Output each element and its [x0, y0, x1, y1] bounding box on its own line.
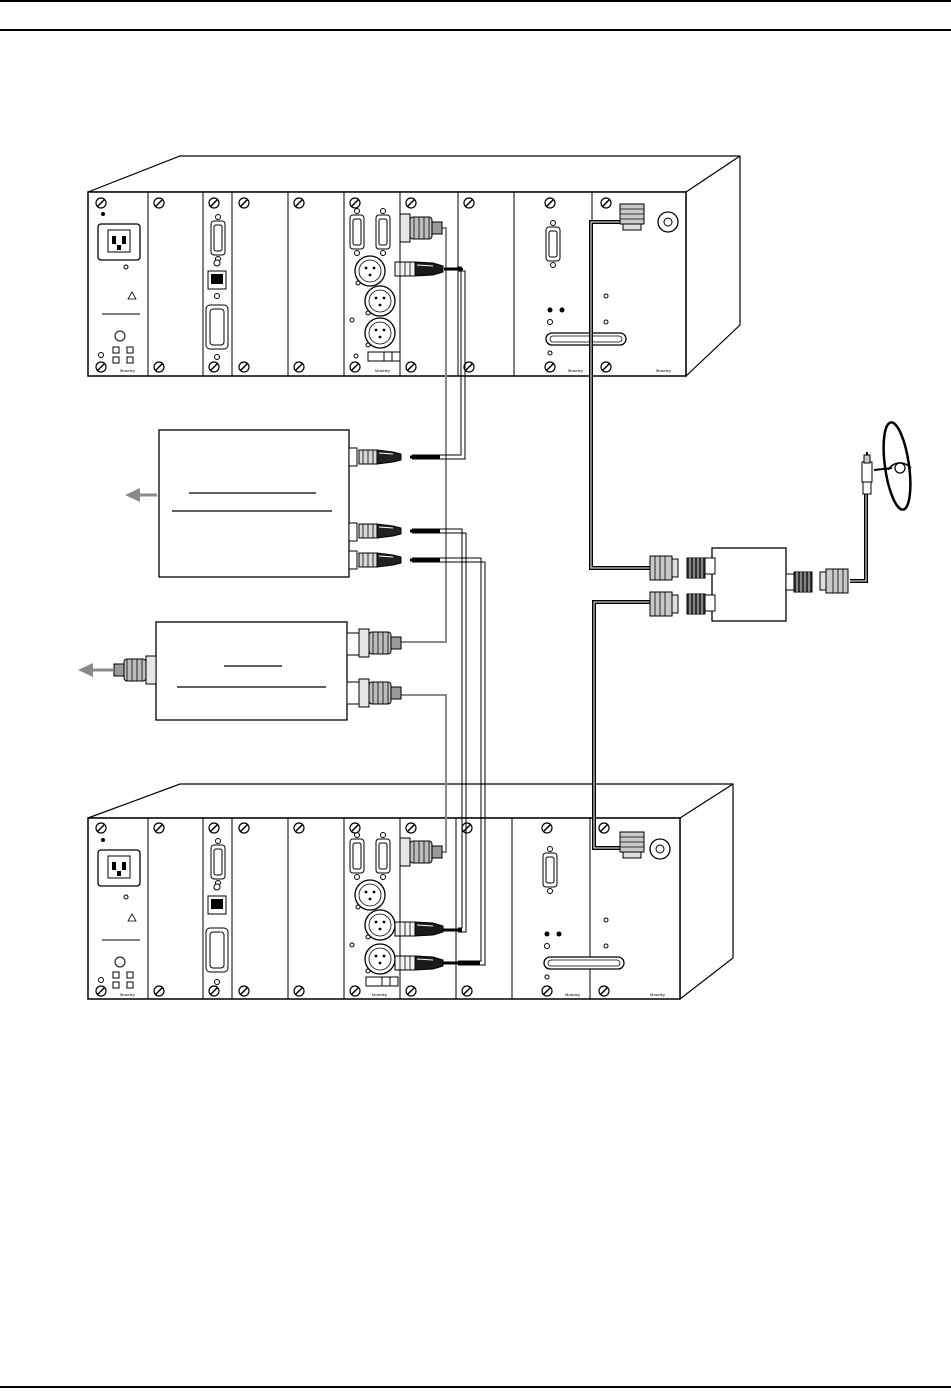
box-dsub-2 [358, 678, 402, 708]
box-xlr-out-3 [358, 552, 402, 568]
brand-label: Moseley [372, 992, 387, 997]
upper-rf-connector [619, 203, 645, 231]
upper-audio-module [349, 208, 401, 362]
lower-audio-module [349, 832, 399, 987]
dish-antenna-icon [861, 421, 912, 511]
box-dsub-left [113, 655, 157, 685]
header-rule-top [0, 0, 951, 2]
rf-cable-antenna [850, 492, 868, 583]
lower-data-module [542, 846, 625, 980]
antenna-cable-nut [819, 568, 849, 594]
lower-xlr-plug-2 [394, 955, 444, 971]
upper-interface-module [205, 214, 229, 360]
combiner-nut-2 [649, 591, 679, 617]
brand-label: Moseley [565, 992, 580, 997]
audio-device-box [125, 429, 402, 578]
brand-label: Moseley [120, 368, 135, 373]
upper-power-module [97, 212, 141, 364]
box-dsub-1 [358, 628, 402, 658]
footer-rule [0, 1386, 951, 1388]
audio-cables-lower [412, 528, 486, 966]
header-rule [0, 29, 951, 31]
brand-label: Moseley [568, 368, 583, 373]
rf-cable-highlights [590, 221, 867, 849]
lower-rack: Moseley Moseley Moseley Moseley [87, 783, 734, 1001]
combiner-jack-out [793, 571, 813, 593]
brand-label: Moseley [656, 368, 671, 373]
lower-xlr-plug-1 [394, 921, 444, 937]
box-xlr-out-2 [358, 523, 402, 539]
box-xlr-out-1 [358, 449, 402, 465]
arrow-left-icon [125, 488, 157, 502]
upper-rf-module [657, 211, 679, 233]
brand-label: Moseley [120, 992, 135, 997]
lower-interface-module [205, 838, 229, 985]
data-device-box [78, 621, 402, 721]
upper-rack: Moseley Moseley Moseley Moseley [87, 155, 741, 378]
combiner-jack-2 [686, 593, 706, 615]
lower-power-module [97, 838, 141, 989]
lower-rf-connector [619, 831, 645, 859]
combiner-jack-1 [686, 557, 706, 579]
upper-xlr-plug [394, 261, 444, 277]
combiner-nut-1 [649, 555, 679, 581]
arrow-left-icon [78, 663, 114, 677]
rf-combiner [649, 547, 849, 622]
brand-label: Moseley [375, 368, 390, 373]
upper-data-module [545, 220, 627, 356]
lower-rf-module [649, 838, 671, 860]
brand-label: Moseley [650, 992, 665, 997]
cable-tails [410, 267, 480, 965]
